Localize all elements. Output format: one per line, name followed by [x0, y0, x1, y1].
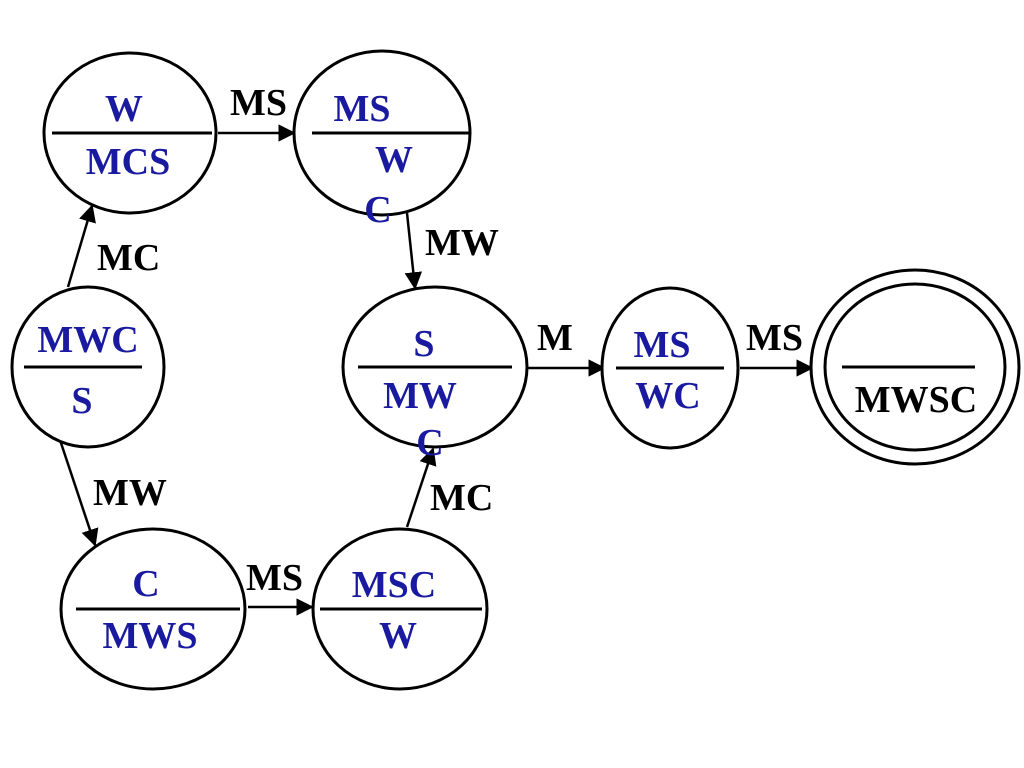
state-bottom-label: MWS	[103, 615, 198, 657]
state-bottom-label: W	[379, 615, 417, 657]
edges	[58, 124, 814, 616]
edge-label-mw-2: MW	[93, 472, 167, 514]
edge-labels: MC MS MW MW MS MC M MS	[93, 82, 803, 599]
edge-s7-s3	[405, 447, 437, 528]
edge-s2-s3	[404, 212, 423, 290]
state-top-label: MS	[334, 88, 391, 130]
edge-label-ms-1: MS	[230, 82, 287, 124]
state-top-label: W	[105, 88, 143, 130]
edge-label-ms-2: MS	[246, 557, 303, 599]
state-node-s5: MWSC	[809, 268, 1021, 466]
edge-s0-s6	[58, 439, 99, 547]
state-node-s3: S MW C	[341, 285, 529, 464]
edge-label-mc-2: MC	[430, 477, 493, 519]
state-top-label: MS	[634, 324, 691, 366]
state-node-s2: MS W C	[292, 49, 472, 231]
state-top-label: MSC	[352, 564, 436, 606]
state-bottom-label: MWSC	[855, 379, 977, 421]
state-node-s1: W MCS	[42, 51, 218, 215]
edge-label-mc-1: MC	[97, 237, 160, 279]
state-bottom-label: MW	[383, 375, 457, 417]
state-bottom-label: W	[375, 139, 413, 181]
state-node-s4: MS WC	[600, 286, 740, 450]
state-bottom-label-2: C	[416, 422, 443, 464]
state-bottom-label: WC	[635, 375, 700, 417]
state-bottom-label: MCS	[86, 141, 170, 183]
state-node-s6: C MWS	[59, 527, 247, 691]
edge-label-mw-1: MW	[425, 222, 499, 264]
edge-label-ms-3: MS	[746, 317, 803, 359]
state-top-label: S	[413, 323, 434, 365]
state-bottom-label: S	[71, 380, 92, 422]
edge-s0-s1	[66, 204, 96, 288]
state-bottom-label-2: C	[364, 189, 391, 231]
state-node-s7: MSC W	[311, 527, 489, 691]
state-node-s0: MWC S	[10, 285, 166, 449]
edge-label-m: M	[537, 317, 573, 359]
state-top-label: C	[132, 563, 159, 605]
state-top-label: MWC	[37, 319, 138, 361]
